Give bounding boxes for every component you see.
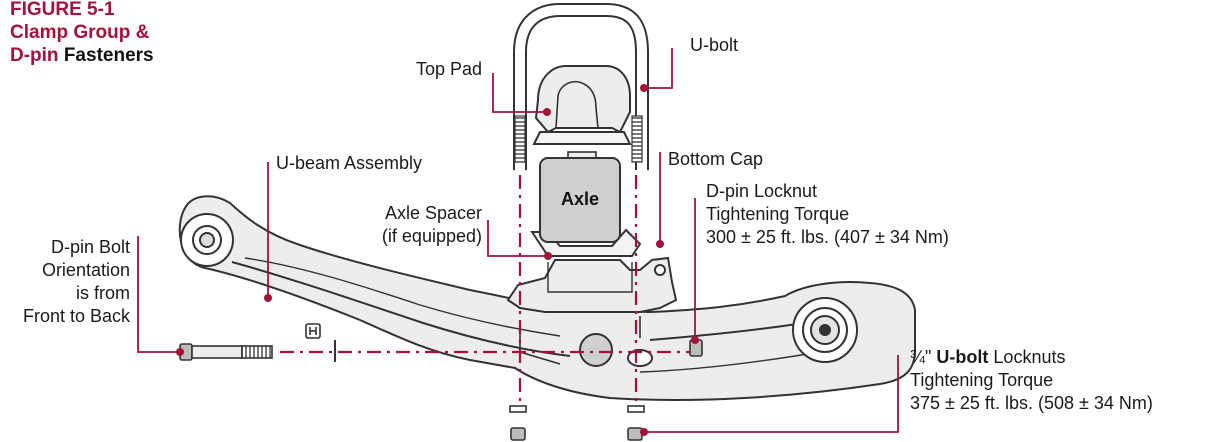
d-pin-locknut-label: D-pin Locknut Tightening Torque 300 ± 25… [706,180,949,249]
axle-spacer-label-line-2: (if equipped) [381,226,482,246]
axle-spacer-label: Axle Spacer (if equipped) [360,202,482,248]
d-pin-locknut-label-line-1: D-pin Locknut [706,181,818,201]
u-bolt-locknuts-label-line-2: Tightening Torque [910,370,1054,390]
d-pin-locknut-torque: 300 ± 25 ft. lbs. (407 ± 34 Nm) [706,227,949,247]
d-pin-bolt-label-line-1: D-pin Bolt [50,237,130,257]
d-pin-bolt-label-line-2: Orientation [41,260,130,280]
figure-number: FIGURE 5-1 [10,0,115,20]
bottom-cap-label: Bottom Cap [668,149,764,169]
top-pad-label: Top Pad [416,59,483,79]
bottom-cap [506,256,678,365]
u-bolt-locknuts-label: ¾" U-bolt Locknuts Tightening Torque 375… [910,346,1153,415]
u-bolt-locknuts-label-line-1: ¾" U-bolt Locknuts [910,346,1153,369]
u-bolt-size: ¾" [910,347,932,367]
u-bolt-locknuts-bold: U-bolt [936,347,989,367]
center-lines [280,175,690,402]
leader-lines [137,48,899,433]
figure-title-line-3: D-pin Fasteners [10,44,154,67]
figure-title-line-2: Clamp Group & [10,22,150,43]
u-bolt-locknuts-torque: 375 ± 25 ft. lbs. (508 ± 34 Nm) [910,393,1153,413]
d-pin-bolt-label-line-3: is from [76,283,130,303]
u-bolt-locknuts-word: Locknuts [993,347,1066,367]
axle-spacer-label-line-1: Axle Spacer [384,203,482,223]
figure-title-dpin: D-pin [10,45,59,66]
d-pin-bolt-label-line-4: Front to Back [22,306,130,326]
d-pin-bolt-label: D-pin Bolt Orientation is from Front to … [8,236,130,328]
d-pin-bolt [179,343,273,361]
axle-label: Axle [561,189,599,209]
figure-title-fasteners: Fasteners [63,45,154,66]
u-beam-assembly-label: U-beam Assembly [276,153,423,173]
u-bolt-locknuts [509,405,645,441]
u-bolt [513,3,649,170]
bolt-head-icon [305,323,321,339]
figure-title: FIGURE 5-1 Clamp Group & D-pin Fasteners [10,0,154,67]
leader-dots [176,84,699,436]
d-pin [579,333,613,367]
axle [539,151,621,243]
u-beam-assembly [178,195,916,402]
top-pad [532,65,632,145]
d-pin-locknut-label-line-2: Tightening Torque [706,204,850,224]
u-bolt-label: U-bolt [690,35,739,55]
